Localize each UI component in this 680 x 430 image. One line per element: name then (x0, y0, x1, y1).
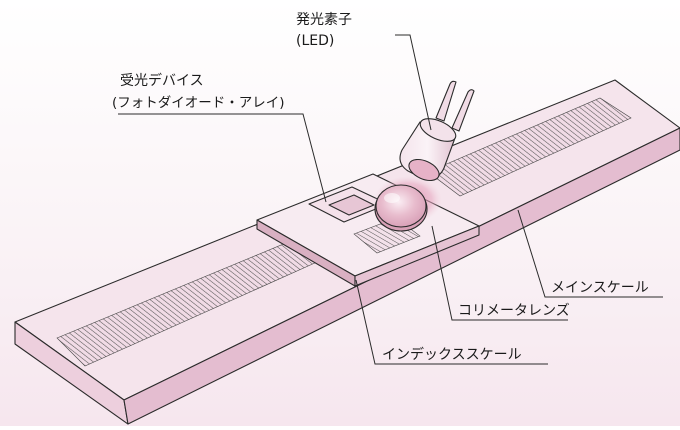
receiver-label-line2: (フォトダイオード・アレイ) (112, 95, 285, 111)
main-scale-label: メインスケール (551, 280, 649, 296)
led-label-line1: 発光素子 (296, 12, 352, 28)
leader-lens (431, 225, 568, 321)
main-scale-grating-right (427, 97, 632, 197)
leader-index-scale (355, 279, 548, 365)
index-scale-label: インデックススケール (382, 346, 522, 363)
led-tip (408, 158, 440, 182)
leader-receiver (118, 113, 327, 203)
led (399, 80, 475, 182)
led-label-line2: (LED) (296, 33, 334, 49)
index-scale-edge-right (354, 225, 480, 287)
leader-led (395, 34, 432, 131)
leader-main-scale (517, 209, 663, 298)
led-base-ring (419, 118, 457, 142)
photodiode-array (308, 186, 389, 223)
photodiode-window (328, 194, 375, 216)
leader-lines (118, 34, 663, 365)
labels: 発光素子 (LED) 受光デバイス (フォトダイオード・アレイ) メインスケール… (112, 12, 649, 363)
collimator-lens-highlight (384, 193, 400, 203)
receiver-label-line1: 受光デバイス (120, 72, 204, 89)
led-lead-left (435, 80, 457, 122)
collimator-lens-face (375, 184, 427, 228)
collimator-lens (374, 184, 428, 232)
led-lead-right (451, 89, 475, 132)
main-scale-long-side (123, 127, 680, 425)
collimator-lens-label: コリメータレンズ (458, 303, 570, 319)
